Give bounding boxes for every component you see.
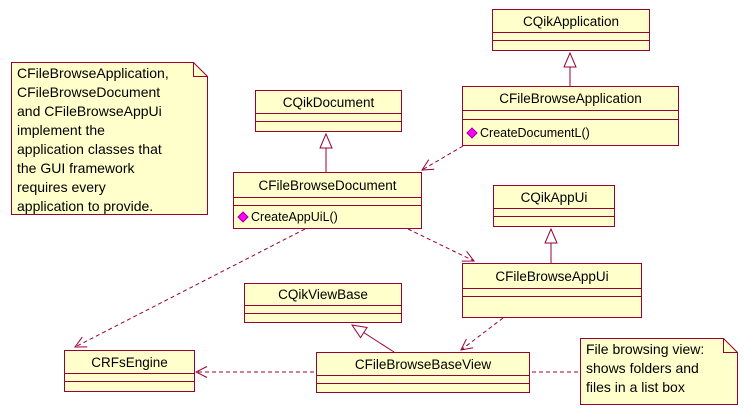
generalization-cfilebrowsebaseview-to-cqikviewbase bbox=[352, 325, 395, 353]
dependency-cfilebrowsedocument-to-crfsengine bbox=[75, 228, 306, 347]
methods-compartment bbox=[463, 297, 641, 317]
attributes-compartment bbox=[463, 289, 641, 297]
class-name: CQikAppUi bbox=[494, 186, 614, 209]
methods-compartment bbox=[256, 122, 401, 131]
note-text: CFileBrowseApplication, CFileBrowseDocum… bbox=[17, 65, 169, 214]
class-name: CFileBrowseBaseView bbox=[317, 353, 529, 376]
class-name: CFileBrowseAppUi bbox=[463, 264, 641, 289]
attributes-compartment bbox=[317, 376, 529, 384]
dependency-cfilebrowsedocument-to-cfilebrowseappui bbox=[407, 228, 474, 261]
note-file-browsing-view: File browsing view: shows folders and fi… bbox=[580, 338, 738, 405]
methods-compartment bbox=[245, 314, 401, 322]
dependency-cfilebrowseappui-to-cfilebrowsebaseview bbox=[461, 317, 504, 350]
class-cfilebrowsebaseview: CFileBrowseBaseView bbox=[316, 352, 530, 393]
class-cfilebrowseappui: CFileBrowseAppUi bbox=[462, 263, 642, 318]
class-cqikappui: CQikAppUi bbox=[493, 185, 615, 227]
note-dogear-shape bbox=[580, 338, 738, 405]
attributes-compartment bbox=[65, 374, 194, 382]
note-text: File browsing view: shows folders and fi… bbox=[586, 341, 705, 395]
class-name: CFileBrowseDocument bbox=[234, 173, 421, 198]
attributes-compartment bbox=[234, 198, 421, 206]
method-visibility-icon bbox=[237, 211, 249, 223]
class-name: CFileBrowseApplication bbox=[463, 87, 678, 111]
dependency-cfilebrowseapplication-to-cfilebrowsedocument bbox=[422, 145, 464, 170]
class-cfilebrowseapplication: CFileBrowseApplication CreateDocumentL() bbox=[462, 86, 679, 146]
methods-compartment: CreateAppUiL() bbox=[234, 206, 421, 228]
methods-compartment bbox=[493, 41, 649, 50]
attributes-compartment bbox=[463, 111, 678, 120]
method-visibility-icon bbox=[466, 126, 478, 139]
methods-compartment bbox=[317, 384, 529, 392]
note-dogear-shape bbox=[11, 62, 208, 215]
method-label: CreateAppUiL() bbox=[251, 210, 338, 224]
attributes-compartment bbox=[493, 33, 649, 41]
class-name: CQikDocument bbox=[256, 91, 401, 114]
attributes-compartment bbox=[245, 306, 401, 314]
note-framework: CFileBrowseApplication, CFileBrowseDocum… bbox=[11, 62, 208, 215]
class-crfsengine: CRFsEngine bbox=[64, 350, 195, 392]
class-name: CQikApplication bbox=[493, 10, 649, 33]
method-label: CreateDocumentL() bbox=[480, 125, 590, 140]
class-cqikapplication: CQikApplication bbox=[492, 9, 650, 51]
methods-compartment bbox=[494, 217, 614, 226]
class-cqikdocument: CQikDocument bbox=[255, 90, 402, 132]
methods-compartment: CreateDocumentL() bbox=[463, 120, 678, 145]
class-name: CQikViewBase bbox=[245, 284, 401, 306]
class-name: CRFsEngine bbox=[65, 351, 194, 374]
attributes-compartment bbox=[494, 209, 614, 217]
class-cfilebrowsedocument: CFileBrowseDocument CreateAppUiL() bbox=[233, 172, 422, 229]
attributes-compartment bbox=[256, 114, 401, 122]
class-cqikviewbase: CQikViewBase bbox=[244, 283, 402, 323]
methods-compartment bbox=[65, 382, 194, 391]
